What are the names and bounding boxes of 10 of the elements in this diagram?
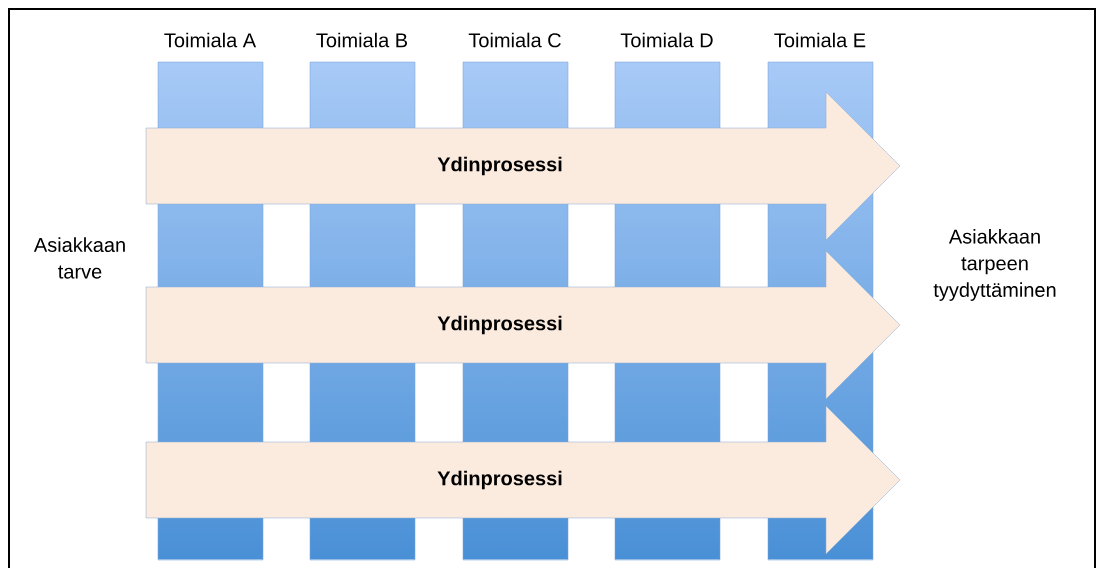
column-heading: Toimiala C [468, 32, 561, 48]
column-heading: Toimiala B [316, 32, 408, 48]
process-banner: Ydinprosessi [145, 250, 901, 400]
column-heading: Toimiala A [164, 32, 257, 48]
process-banner: Ydinprosessi [145, 91, 901, 241]
process-banner: Ydinprosessi [145, 405, 901, 555]
column-heading: Toimiala D [620, 32, 713, 48]
side-label: Asiakkaan tarpeen tyydyttäminen [933, 229, 1056, 301]
column-heading: Toimiala E [774, 32, 866, 48]
side-label: Asiakkaan tarve [33, 237, 125, 279]
